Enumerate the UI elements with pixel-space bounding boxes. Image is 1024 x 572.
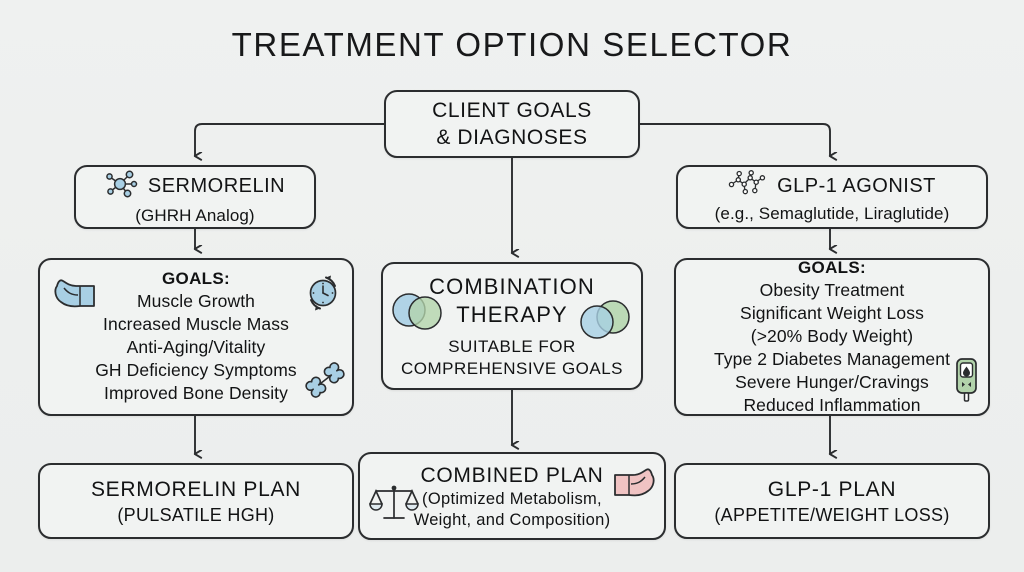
page-title: TREATMENT OPTION SELECTOR — [231, 26, 793, 63]
clock-icon — [302, 272, 344, 319]
sermorelin-plan-line-1: SERMORELIN PLAN — [90, 477, 302, 501]
glp1-plan-line-1: GLP-1 PLAN — [767, 477, 897, 501]
root-line-1: CLIENT GOALS — [432, 99, 592, 122]
node-combined-plan[interactable]: COMBINED PLAN (Optimized Metabolism, Wei… — [358, 452, 666, 540]
combo-line-1: COMBINATION — [429, 273, 595, 299]
node-sermorelin-plan[interactable]: SERMORELIN PLAN (PULSATILE HGH) — [38, 463, 354, 539]
combined-plan-line-3: Weight, and Composition) — [413, 510, 611, 529]
venn-diagram-icon — [577, 298, 635, 347]
sermorelin-plan-line-2: (PULSATILE HGH) — [117, 504, 275, 525]
root-line-2: & DIAGNOSES — [436, 126, 588, 149]
node-sermorelin[interactable]: SERMORELIN (GHRH Analog) — [74, 165, 316, 229]
glp1-name: GLP-1 AGONIST — [777, 175, 936, 197]
combo-line-2: THERAPY — [456, 301, 568, 327]
bone-icon — [302, 359, 348, 406]
peptide-molecule-icon — [728, 170, 768, 203]
goal-item: Muscle Growth — [137, 291, 255, 311]
node-client-goals[interactable]: CLIENT GOALS & DIAGNOSES — [384, 90, 640, 158]
bicep-icon — [50, 276, 98, 325]
goals-title-left: GOALS: — [162, 269, 230, 288]
glp1-sub: (e.g., Semaglutide, Liraglutide) — [714, 204, 950, 223]
goal-item: Type 2 Diabetes Management — [713, 348, 951, 369]
panel-glp1-goals[interactable]: GOALS: Obesity Treatment Significant Wei… — [674, 258, 990, 416]
goals-title-right: GOALS: — [798, 258, 866, 277]
combined-plan-line-2: (Optimized Metabolism, — [422, 489, 602, 508]
goal-item: Obesity Treatment — [759, 279, 905, 300]
node-glp1-plan[interactable]: GLP-1 PLAN (APPETITE/WEIGHT LOSS) — [674, 463, 990, 539]
goal-item: Improved Bone Density — [104, 383, 288, 403]
combined-plan-line-1: COMBINED PLAN — [420, 463, 604, 487]
glucose-meter-icon — [949, 357, 983, 408]
goal-item: GH Deficiency Symptoms — [95, 360, 297, 380]
combo-sub-2: COMPREHENSIVE GOALS — [400, 358, 624, 378]
node-glp1-agonist[interactable]: GLP-1 AGONIST (e.g., Semaglutide, Liragl… — [676, 165, 988, 229]
venn-diagram-icon — [389, 290, 447, 339]
bicep-icon — [612, 466, 658, 515]
goal-item: Significant Weight Loss — [740, 302, 924, 323]
molecule-icon — [105, 168, 139, 205]
glp1-plan-line-2: (APPETITE/WEIGHT LOSS) — [714, 504, 950, 525]
panel-sermorelin-goals[interactable]: GOALS: Muscle Growth Increased Muscle Ma… — [38, 258, 354, 416]
sermorelin-sub: (GHRH Analog) — [135, 206, 255, 225]
goal-item: Severe Hunger/Cravings — [735, 371, 929, 392]
goal-item: Increased Muscle Mass — [103, 314, 289, 334]
goal-item: (>20% Body Weight) — [750, 325, 914, 346]
balance-scale-icon — [368, 480, 420, 531]
goal-item: Reduced Inflammation — [743, 394, 921, 415]
goal-item: Anti-Aging/Vitality — [126, 337, 266, 357]
node-combination-therapy[interactable]: COMBINATION THERAPY SUITABLE FOR COMPREH… — [381, 262, 643, 390]
combo-sub-1: SUITABLE FOR — [448, 336, 576, 356]
sermorelin-name: SERMORELIN — [147, 175, 286, 197]
